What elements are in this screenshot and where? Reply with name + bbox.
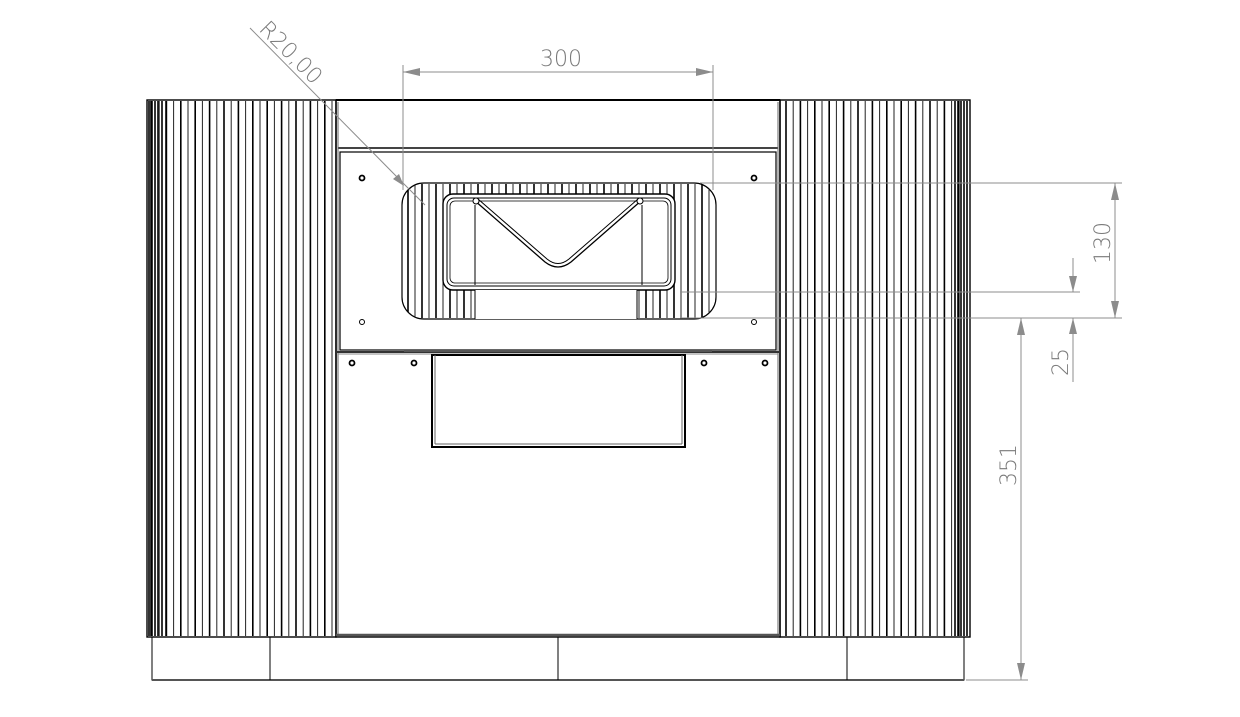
screw-hole xyxy=(761,359,769,367)
left-fluted-panel xyxy=(146,99,337,638)
radius-label: R20,00 xyxy=(254,17,327,90)
width-label: 300 xyxy=(540,47,582,72)
offset-dimension: 25 xyxy=(1049,258,1077,382)
right-fluted-panel xyxy=(779,99,971,638)
lower-pocket xyxy=(431,354,686,448)
base-height-label: 351 xyxy=(997,444,1022,486)
screw-hole xyxy=(348,359,356,367)
screw-hole xyxy=(358,174,366,182)
height-label: 130 xyxy=(1091,222,1116,264)
screw-hole xyxy=(359,319,365,325)
extension-lines xyxy=(680,182,1122,319)
screw-hole xyxy=(751,319,757,325)
screw-hole xyxy=(750,174,758,182)
base-height-dimension: 351 xyxy=(966,318,1028,681)
recessed-handle xyxy=(401,182,717,320)
base-plinth xyxy=(151,636,965,681)
faceplate-screws xyxy=(358,174,758,325)
lower-screws xyxy=(348,359,769,367)
height-dimension: 130 xyxy=(1091,183,1119,318)
screw-hole xyxy=(700,359,708,367)
offset-label: 25 xyxy=(1049,348,1074,376)
screw-hole xyxy=(410,359,418,367)
width-dimension: 300 xyxy=(402,47,714,190)
